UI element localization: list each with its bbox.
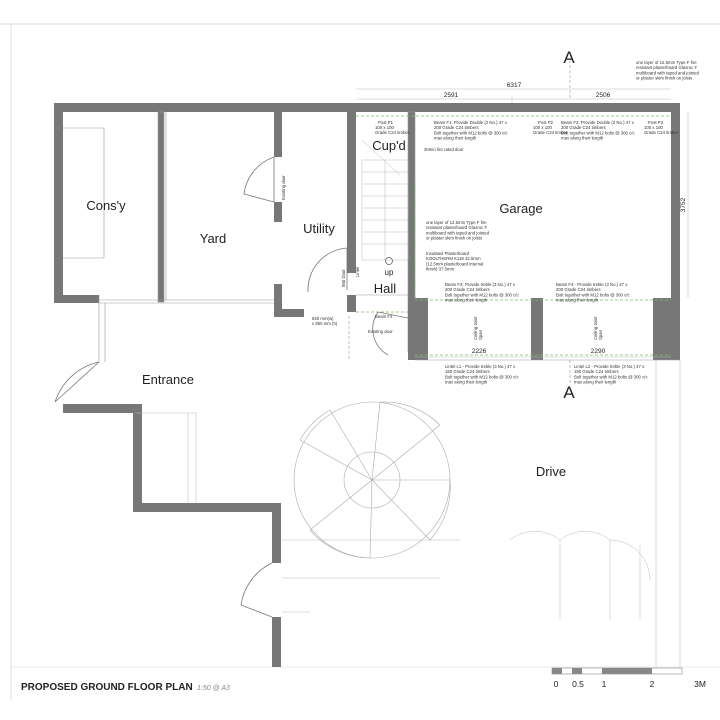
doors: [54, 156, 651, 620]
wall-top: [54, 103, 680, 112]
dimension-lines: [348, 60, 689, 385]
wall-drive-left: [272, 503, 281, 563]
wall-spine: [347, 103, 356, 273]
scale-label: 1: [602, 679, 607, 689]
drawing-scale-note: 1:50 @ A3: [197, 685, 230, 692]
dim-lintel: Lintel: [355, 267, 360, 277]
post-p1-label: Post P1: [378, 120, 394, 125]
drawing-title: PROPOSED GROUND FLOOR PLAN: [21, 682, 193, 693]
swing-pattern: [293, 401, 451, 559]
room-label-cupboard: Cup'd: [372, 138, 406, 153]
post-p3-label: Post P3: [648, 120, 664, 125]
stair-label: up: [385, 268, 394, 277]
note-beam-f3-small: Beam F3: [375, 314, 393, 319]
stair: [361, 139, 409, 265]
door-swing-hall: [307, 247, 348, 293]
pier-mid: [531, 298, 543, 360]
scale-label: 2: [650, 679, 655, 689]
wall-spine-low: [347, 295, 356, 312]
wall-cons-right: [157, 111, 165, 303]
scale-bar-labels: 0 0.5 1 2 3M: [554, 679, 706, 689]
wall-left: [54, 103, 63, 303]
beam-lines: [356, 115, 671, 356]
scale-label: 0: [554, 679, 559, 689]
note-existing-door-utility: Existing door: [281, 175, 286, 200]
wall-utility-left-bottom: [274, 284, 282, 317]
scale-label: 0.5: [572, 679, 584, 689]
dim-span-right-top: 2506: [596, 92, 611, 99]
room-label-hall: Hall: [374, 281, 397, 296]
room-label-garage: Garage: [499, 201, 542, 216]
wall-drive-left-low: [272, 617, 281, 667]
door-swing-drive: [240, 562, 273, 618]
dim-overall-width: 6317: [507, 82, 522, 89]
wall-entrance-bottom: [133, 503, 281, 512]
room-label-utility: Utility: [303, 221, 335, 236]
door-swing-entrance: [54, 361, 100, 403]
door-swing-existing: [372, 311, 409, 356]
room-label-conservatory: Cons'y: [86, 198, 126, 213]
dim-depth: 3752: [680, 197, 687, 212]
note-existing-door: Existing door: [368, 329, 393, 334]
note-fire-door: 30min fire rated door: [424, 147, 464, 152]
scale-label: 3M: [694, 679, 706, 689]
note-joist-span-right: Ceiling JoistSpan: [593, 316, 603, 340]
wall-cons-bottom: [54, 295, 99, 303]
dim-span-right-bottom: 2290: [591, 348, 606, 355]
wall-utility-left-mid: [274, 202, 282, 222]
wall-right: [671, 103, 680, 360]
wall-entrance-right: [133, 404, 142, 511]
dim-span-left-top: 2591: [444, 92, 459, 99]
scale-bar: [551, 667, 683, 675]
pier-left: [408, 298, 428, 360]
section-mark-bottom: A: [563, 383, 575, 402]
wall-top-right: [655, 103, 680, 112]
walls: [54, 103, 680, 667]
note-joist-span-left: Ceiling JoistSpan: [473, 316, 483, 340]
wall-utility-bottom: [274, 309, 304, 317]
dim-span-left-bottom: 2226: [472, 348, 487, 355]
wall-entrance-top: [63, 404, 135, 413]
section-mark-top: A: [563, 48, 575, 67]
pier-right: [653, 298, 680, 360]
dim-door-860: 860 Door: [341, 269, 346, 287]
room-label-entrance: Entrance: [142, 372, 194, 387]
glazing-lines: [63, 112, 681, 667]
room-label-yard: Yard: [200, 231, 227, 246]
room-label-drive: Drive: [536, 464, 566, 479]
stair-arrow-icon: [385, 257, 393, 265]
post-p2-label: Post P2: [538, 120, 554, 125]
note-opening: 840 mm(w)x 850 mm (h): [312, 316, 338, 326]
door-swing-utility: [243, 156, 275, 203]
wall-utility-left-top: [274, 112, 282, 157]
